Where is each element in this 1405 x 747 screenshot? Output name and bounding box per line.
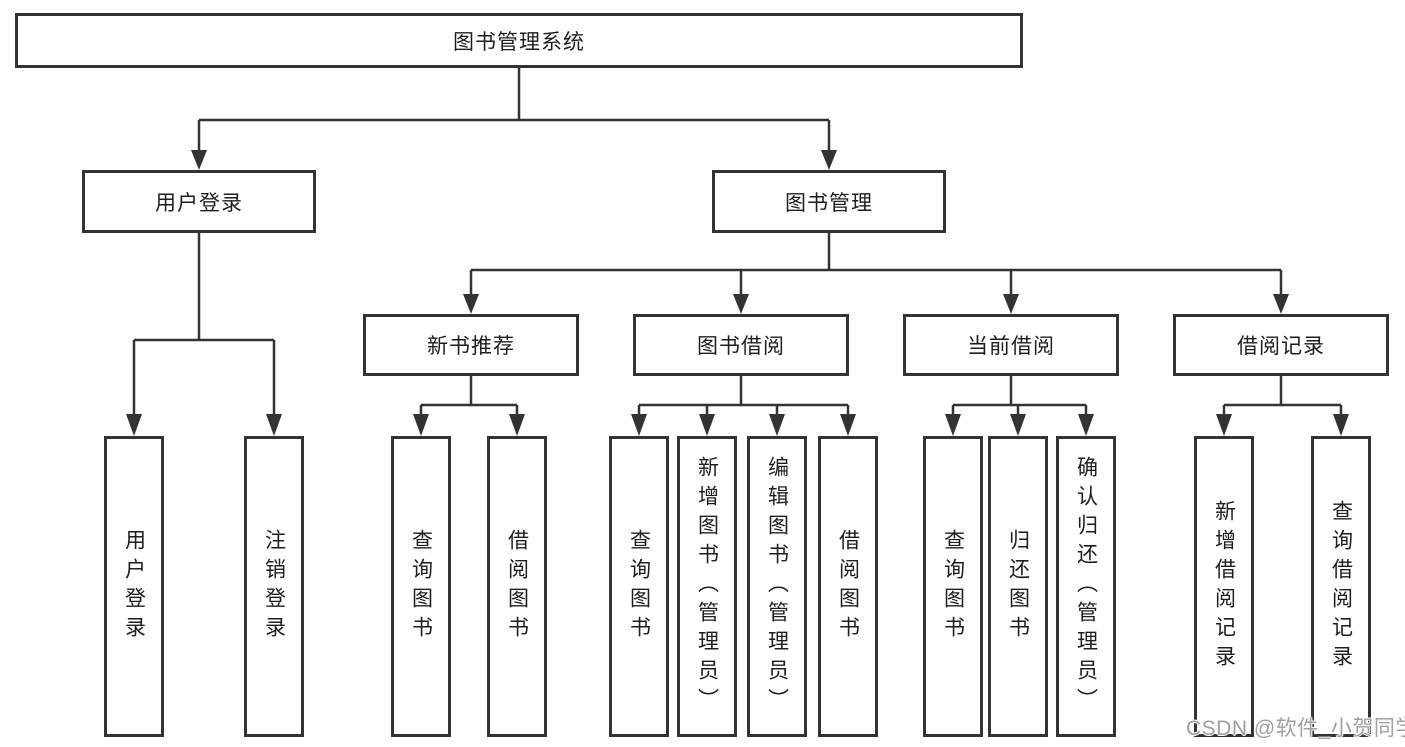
leaf-user-login-label: 用户登录 xyxy=(122,528,146,645)
leaf-borrowing-query-book: 查询图书 xyxy=(609,436,669,737)
arrow-down-icon xyxy=(413,414,429,436)
node-current-borrowing: 当前借阅 xyxy=(903,314,1119,376)
arrow-down-icon xyxy=(631,414,647,436)
arrow-down-icon xyxy=(1003,294,1019,314)
leaf-recommend-query-book-label: 查询图书 xyxy=(409,528,433,645)
leaf-current-confirm-return-admin: 确认归还（管理员） xyxy=(1056,436,1116,737)
node-book-management: 图书管理 xyxy=(712,170,946,233)
arrow-down-icon xyxy=(509,414,525,436)
connector-userlogin-to-leaves xyxy=(132,233,276,417)
connector-paths xyxy=(132,68,1343,417)
leaf-current-query-book: 查询图书 xyxy=(923,436,983,737)
arrow-down-icon xyxy=(1216,414,1232,436)
leaf-recommend-borrow-book-label: 借阅图书 xyxy=(505,528,529,645)
node-borrowing-records-label: 借阅记录 xyxy=(1237,335,1325,358)
node-current-borrowing-label: 当前借阅 xyxy=(967,335,1055,358)
connector-arrowheads xyxy=(126,150,1349,436)
leaf-borrowing-edit-book-admin: 编辑图书（管理员） xyxy=(747,436,807,737)
arrow-down-icon xyxy=(1010,414,1026,436)
arrow-down-icon xyxy=(463,294,479,314)
csdn-watermark: CSDN @软件_小贺同学 xyxy=(1186,717,1405,740)
leaf-current-query-book-label: 查询图书 xyxy=(941,528,965,645)
connector-records-to-leaves xyxy=(1222,376,1343,417)
connector-borrowing-to-leaves xyxy=(637,376,850,417)
leaf-recommend-query-book: 查询图书 xyxy=(391,436,451,737)
arrow-down-icon xyxy=(126,414,142,436)
arrow-down-icon xyxy=(266,414,282,436)
node-root-label: 图书管理系统 xyxy=(453,30,585,54)
leaf-recommend-borrow-book: 借阅图书 xyxy=(487,436,547,737)
leaf-borrowing-borrow-book-label: 借阅图书 xyxy=(836,528,860,645)
arrow-down-icon xyxy=(1078,414,1094,436)
leaf-borrowing-query-book-label: 查询图书 xyxy=(627,528,651,645)
node-root: 图书管理系统 xyxy=(15,13,1023,68)
leaf-borrowing-borrow-book: 借阅图书 xyxy=(818,436,878,737)
arrow-down-icon xyxy=(1333,414,1349,436)
leaf-user-login: 用户登录 xyxy=(104,436,164,737)
node-book-borrowing-label: 图书借阅 xyxy=(697,335,785,358)
connector-current-to-leaves xyxy=(951,376,1088,417)
arrow-down-icon xyxy=(1273,294,1289,314)
leaf-current-confirm-return-admin-label: 确认归还（管理员） xyxy=(1074,456,1098,717)
leaf-current-return-book: 归还图书 xyxy=(988,436,1048,737)
connector-bookmgmt-to-level3 xyxy=(469,233,1283,296)
arrow-down-icon xyxy=(821,150,837,170)
connector-recommend-to-leaves xyxy=(419,376,519,417)
node-user-login: 用户登录 xyxy=(82,170,316,233)
leaf-records-add-borrow-record: 新增借阅记录 xyxy=(1194,436,1254,737)
node-book-management-label: 图书管理 xyxy=(785,191,873,215)
arrow-down-icon xyxy=(769,414,785,436)
leaf-borrowing-edit-book-admin-label: 编辑图书（管理员） xyxy=(765,456,789,717)
arrow-down-icon xyxy=(733,294,749,314)
leaf-borrowing-add-book-admin: 新增图书（管理员） xyxy=(677,436,737,737)
node-user-login-label: 用户登录 xyxy=(155,191,243,215)
leaf-records-add-borrow-record-label: 新增借阅记录 xyxy=(1212,499,1236,674)
arrow-down-icon xyxy=(945,414,961,436)
leaf-logout-login-label: 注销登录 xyxy=(262,528,286,645)
leaf-borrowing-add-book-admin-label: 新增图书（管理员） xyxy=(695,456,719,717)
node-new-book-recommendation: 新书推荐 xyxy=(363,314,579,376)
node-new-book-recommendation-label: 新书推荐 xyxy=(427,335,515,358)
leaf-records-query-borrow-record-label: 查询借阅记录 xyxy=(1329,499,1353,674)
leaf-records-query-borrow-record: 查询借阅记录 xyxy=(1311,436,1371,737)
connector-root-to-level2 xyxy=(197,68,831,152)
leaf-logout-login: 注销登录 xyxy=(244,436,304,737)
leaf-current-return-book-label: 归还图书 xyxy=(1006,528,1030,645)
node-book-borrowing: 图书借阅 xyxy=(633,314,849,376)
node-borrowing-records: 借阅记录 xyxy=(1173,314,1389,376)
arrow-down-icon xyxy=(191,150,207,170)
arrow-down-icon xyxy=(840,414,856,436)
arrow-down-icon xyxy=(699,414,715,436)
